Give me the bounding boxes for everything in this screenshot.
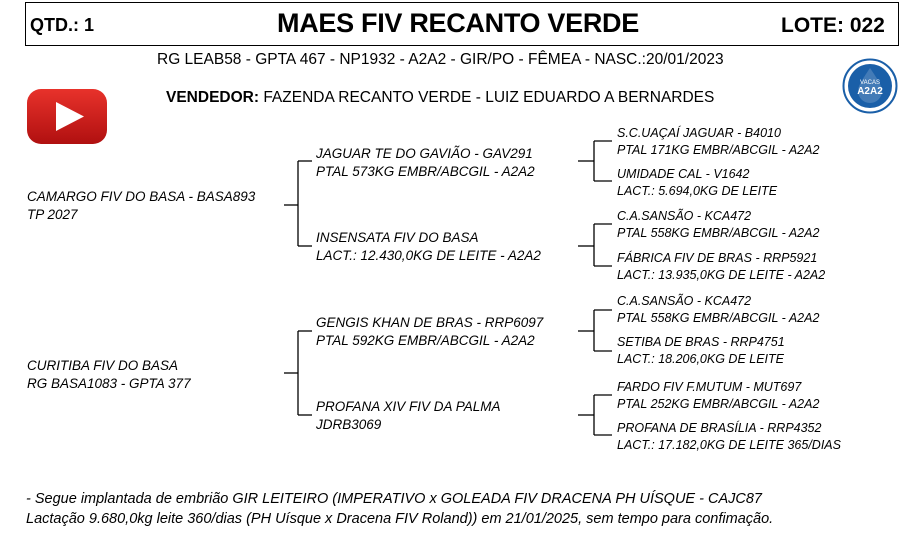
gg-detail: LACT.: 17.182,0KG DE LEITE 365/DIAS	[617, 437, 841, 452]
great-grandparent: FÁBRICA FIV DE BRAS - RRP5921 LACT.: 13.…	[617, 250, 825, 283]
sire: CAMARGO FIV DO BASA - BASA893 TP 2027	[27, 188, 255, 223]
gg-name: C.A.SANSÃO - KCA472	[617, 294, 752, 308]
sire-dam-name: INSENSATA FIV DO BASA	[316, 230, 479, 245]
dam-sire-detail: PTAL 592KG EMBR/ABCGIL - A2A2	[316, 332, 535, 348]
gg-name: SETIBA DE BRAS - RRP4751	[617, 335, 785, 349]
great-grandparent: C.A.SANSÃO - KCA472 PTAL 558KG EMBR/ABCG…	[617, 208, 819, 241]
animal-info-line: RG LEAB58 - GPTA 467 - NP1932 - A2A2 - G…	[157, 51, 724, 68]
seller-label: VENDEDOR:	[166, 89, 260, 106]
gg-detail: PTAL 558KG EMBR/ABCGIL - A2A2	[617, 310, 820, 325]
great-grandparent: UMIDADE CAL - V1642 LACT.: 5.694,0KG DE …	[617, 166, 777, 199]
quantity-label: QTD.: 1	[30, 15, 95, 35]
great-grandparent: C.A.SANSÃO - KCA472 PTAL 558KG EMBR/ABCG…	[617, 293, 819, 326]
lot-number: LOTE: 022	[781, 14, 885, 37]
dam-dam: PROFANA XIV FIV DA PALMA JDRB3069	[316, 398, 501, 433]
gg-detail: LACT.: 5.694,0KG DE LEITE	[617, 183, 778, 198]
dam-dam-detail: JDRB3069	[316, 416, 382, 432]
gg-detail: PTAL 558KG EMBR/ABCGIL - A2A2	[617, 225, 820, 240]
dam-dam-name: PROFANA XIV FIV DA PALMA	[316, 399, 501, 414]
gg-name: FÁBRICA FIV DE BRAS - RRP5921	[617, 251, 818, 265]
great-grandparent: SETIBA DE BRAS - RRP4751 LACT.: 18.206,0…	[617, 334, 785, 367]
gg-name: FARDO FIV F.MUTUM - MUT697	[617, 380, 802, 394]
seller-line: VENDEDOR: FAZENDA RECANTO VERDE - LUIZ E…	[166, 89, 714, 107]
youtube-play-icon[interactable]	[26, 88, 108, 145]
gg-detail: PTAL 252KG EMBR/ABCGIL - A2A2	[617, 396, 820, 411]
great-grandparent: PROFANA DE BRASÍLIA - RRP4352 LACT.: 17.…	[617, 420, 841, 453]
gg-detail: PTAL 171KG EMBR/ABCGIL - A2A2	[617, 142, 820, 157]
embryo-note: - Segue implantada de embrião GIR LEITEI…	[26, 489, 773, 529]
gg-detail: LACT.: 18.206,0KG DE LEITE	[617, 351, 784, 366]
lot-title: MAES FIV RECANTO VERDE	[277, 8, 639, 38]
gg-name: S.C.UAÇAÍ JAGUAR - B4010	[617, 126, 781, 140]
embryo-note-line1: - Segue implantada de embrião GIR LEITEI…	[26, 491, 762, 507]
gg-name: PROFANA DE BRASÍLIA - RRP4352	[617, 421, 822, 435]
sire-dam-detail: LACT.: 12.430,0KG DE LEITE - A2A2	[316, 247, 541, 263]
sire-detail: TP 2027	[27, 206, 78, 222]
sire-sire-name: JAGUAR TE DO GAVIÃO - GAV291	[316, 146, 533, 161]
dam-sire-name: GENGIS KHAN DE BRAS - RRP6097	[316, 315, 544, 330]
seal-top-text: VACAS	[860, 80, 880, 86]
sire-dam: INSENSATA FIV DO BASA LACT.: 12.430,0KG …	[316, 229, 541, 264]
great-grandparent: S.C.UAÇAÍ JAGUAR - B4010 PTAL 171KG EMBR…	[617, 125, 819, 158]
seller-value: FAZENDA RECANTO VERDE - LUIZ EDUARDO A B…	[259, 89, 715, 106]
gg-name: C.A.SANSÃO - KCA472	[617, 209, 752, 223]
embryo-note-line2: Lactação 9.680,0kg leite 360/dias (PH Uí…	[26, 511, 774, 527]
sire-name: CAMARGO FIV DO BASA - BASA893	[27, 189, 256, 204]
vacas-a2a2-seal-icon: VACAS A2A2	[842, 58, 898, 114]
gg-name: UMIDADE CAL - V1642	[617, 167, 750, 181]
dam-sire: GENGIS KHAN DE BRAS - RRP6097 PTAL 592KG…	[316, 314, 543, 349]
sire-sire-detail: PTAL 573KG EMBR/ABCGIL - A2A2	[316, 163, 535, 179]
header-box	[25, 2, 899, 46]
seal-main-text: A2A2	[857, 86, 883, 97]
dam-detail: RG BASA1083 - GPTA 377	[27, 375, 191, 391]
dam-name: CURITIBA FIV DO BASA	[27, 358, 179, 373]
dam: CURITIBA FIV DO BASA RG BASA1083 - GPTA …	[27, 357, 191, 392]
great-grandparent: FARDO FIV F.MUTUM - MUT697 PTAL 252KG EM…	[617, 379, 819, 412]
gg-detail: LACT.: 13.935,0KG DE LEITE - A2A2	[617, 267, 826, 282]
sire-sire: JAGUAR TE DO GAVIÃO - GAV291 PTAL 573KG …	[316, 145, 535, 180]
